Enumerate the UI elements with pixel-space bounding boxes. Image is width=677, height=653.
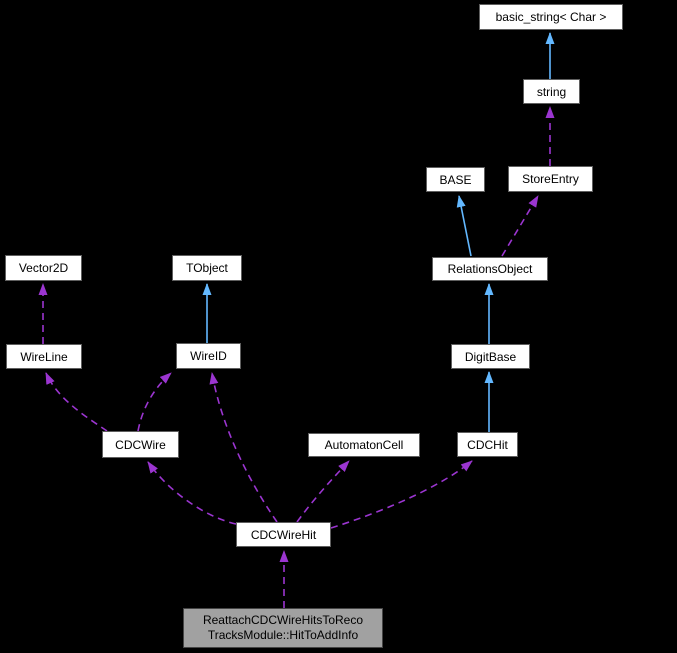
- node-cdcwirehit[interactable]: CDCWireHit: [236, 522, 331, 547]
- edge-relationsobject-to-storeentry: [501, 195, 539, 257]
- edge-cdcwirehit-to-cdchit: [330, 460, 473, 529]
- node-hittoaddinfo-highlighted[interactable]: ReattachCDCWireHitsToReco TracksModule::…: [183, 608, 383, 648]
- edge-cdcwire-to-wireline: [45, 372, 108, 432]
- node-automatoncell[interactable]: AutomatonCell: [308, 433, 420, 457]
- node-wireline[interactable]: WireLine: [6, 344, 82, 369]
- edge-cdcwirehit-to-automatoncell: [296, 460, 350, 523]
- node-wireid[interactable]: WireID: [176, 343, 241, 369]
- node-cdcwire[interactable]: CDCWire: [102, 431, 179, 458]
- node-digitbase[interactable]: DigitBase: [451, 344, 530, 369]
- node-basic-string[interactable]: basic_string< Char >: [479, 4, 623, 30]
- node-cdchit[interactable]: CDCHit: [457, 432, 518, 457]
- node-storeentry[interactable]: StoreEntry: [508, 166, 593, 192]
- node-hittoaddinfo-line1: ReattachCDCWireHitsToReco: [202, 613, 364, 627]
- node-base[interactable]: BASE: [426, 167, 485, 192]
- edge-relationsobject-to-base: [456, 195, 472, 257]
- edge-cdcwire-to-wireid: [137, 372, 172, 432]
- node-string[interactable]: string: [523, 79, 580, 104]
- node-vector2d[interactable]: Vector2D: [5, 255, 82, 281]
- edge-cdcwirehit-to-wireid: [209, 372, 278, 523]
- node-hittoaddinfo-line2: TracksModule::HitToAddInfo: [207, 628, 359, 642]
- node-tobject[interactable]: TObject: [172, 255, 242, 281]
- edge-cdcwirehit-to-cdcwire: [147, 461, 237, 525]
- node-relationsobject[interactable]: RelationsObject: [432, 257, 548, 281]
